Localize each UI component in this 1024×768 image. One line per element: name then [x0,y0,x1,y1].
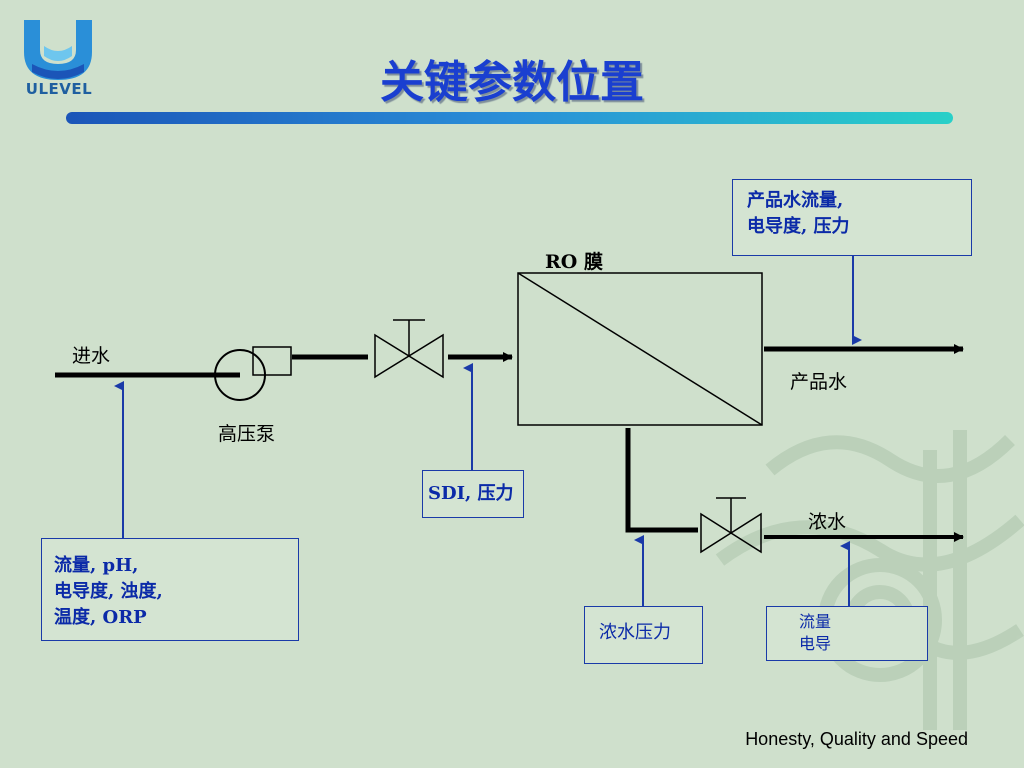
callout-line: 流量 [799,612,832,631]
title-underline-bar [66,112,953,124]
callout-line: 电导度, 浊度, [54,581,163,602]
callout-line: 流量, pH, [54,555,139,576]
concentrate-label: 浓水 [808,511,847,533]
footer-slogan: Honesty, Quality and Speed [745,729,968,749]
ulevel-logo-icon [24,20,92,80]
inlet-params-callout: 流量, pH, 电导度, 浊度, 温度, ORP [41,538,299,641]
concentrate-pressure-callout: 浓水压力 [584,606,703,664]
concentrate-valve-icon [700,497,762,554]
callout-line: 浓水压力 [599,622,671,643]
inlet-valve-icon [374,319,444,379]
ro-membrane-icon [517,272,763,426]
feed-params-callout: SDI, 压力 [422,470,524,518]
logo-wordmark: ULEVEL [25,80,93,98]
pump-label: 高压泵 [218,423,276,445]
callout-line: SDI, 压力 [428,483,514,504]
product-water-label: 产品水 [790,371,848,393]
callout-line: 电导 [799,634,832,653]
pump-icon [214,346,292,401]
concentrate-pipe [625,428,698,533]
callout-line: 产品水流量, [747,190,844,211]
callout-line: 温度, ORP [54,607,147,628]
inlet-label: 进水 [72,345,111,367]
page-title: 关键参数位置 [380,57,644,108]
callout-line: 电导度, 压力 [747,216,850,237]
membrane-label: RO 膜 [545,251,603,273]
product-params-callout: 产品水流量, 电导度, 压力 [732,179,972,256]
concentrate-params-callout: 流量 电导 [766,606,928,661]
